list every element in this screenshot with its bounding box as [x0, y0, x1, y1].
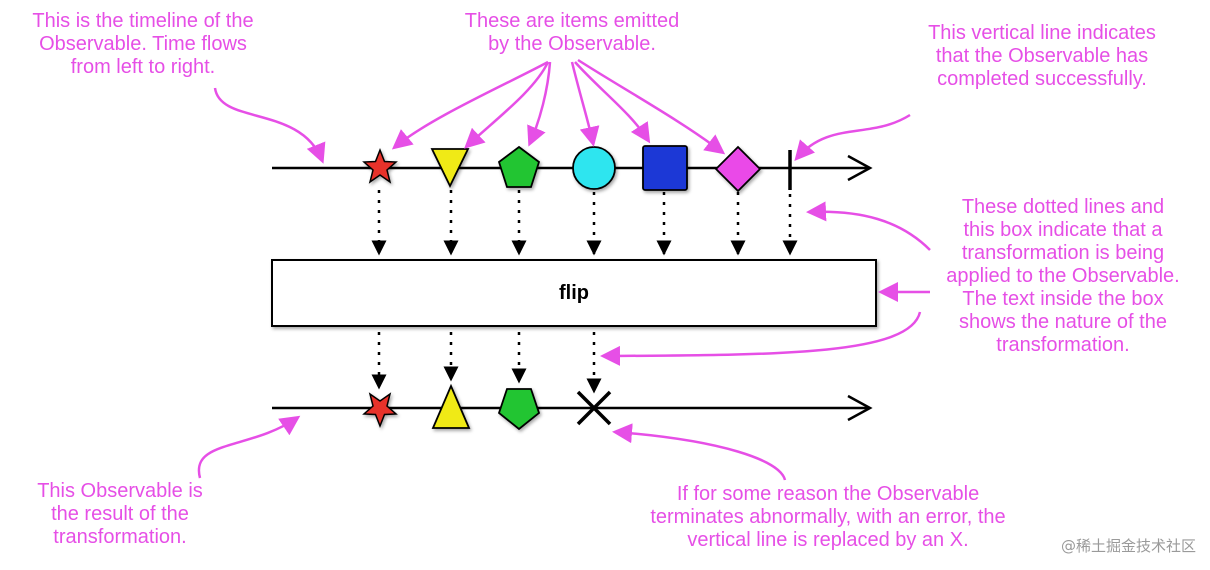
- annotation-transformation: These dotted lines and this box indicate…: [946, 196, 1180, 356]
- annotation-items: These are items emitted by the Observabl…: [464, 10, 680, 55]
- annotation-arrows: [197, 58, 931, 481]
- annotation-result: This Observable is the result of the tra…: [37, 480, 203, 548]
- result-pentagon-icon: [497, 388, 541, 431]
- result-timeline: [272, 394, 873, 422]
- annotation-timeline: This is the timeline of the Observable. …: [32, 10, 254, 78]
- result-triangle-up-icon: [431, 383, 471, 429]
- source-diamond-icon: [714, 145, 762, 193]
- error-x-icon: [576, 390, 612, 426]
- dotted-input-arrows: [371, 190, 798, 256]
- operator-label: flip: [559, 281, 589, 304]
- source-timeline: [272, 154, 873, 182]
- operator-box: [271, 259, 877, 327]
- dotted-output-arrows: [371, 332, 602, 394]
- result-star-icon: [362, 392, 398, 429]
- source-pentagon-icon: [497, 145, 541, 188]
- annotation-error: If for some reason the Observable termin…: [650, 483, 1006, 551]
- source-circle-icon: [572, 146, 616, 190]
- source-triangle-down-icon: [430, 148, 470, 189]
- source-star-icon: [362, 147, 398, 184]
- source-square-icon: [642, 145, 688, 191]
- annotation-completed: This vertical line indicates that the Ob…: [928, 22, 1156, 90]
- timeline-arrowhead-icon: [847, 154, 873, 182]
- watermark: @稀土掘金技术社区: [1060, 537, 1196, 555]
- timeline-arrowhead-icon: [847, 394, 873, 422]
